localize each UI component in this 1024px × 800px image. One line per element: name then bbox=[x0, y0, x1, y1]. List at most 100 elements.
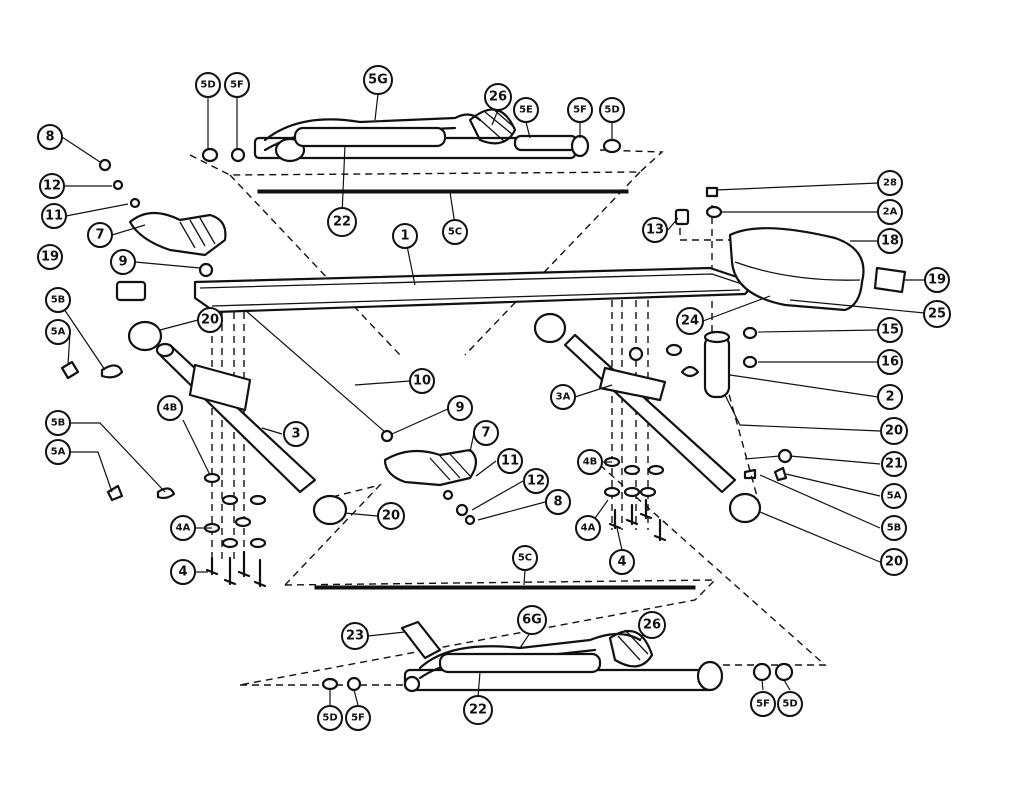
svg-text:5G: 5G bbox=[368, 73, 388, 88]
svg-text:7: 7 bbox=[481, 426, 490, 441]
callout-20-3: 20 bbox=[377, 502, 405, 530]
svg-text:19: 19 bbox=[41, 250, 59, 265]
callout-7-2: 7 bbox=[473, 420, 499, 446]
callout-7-1: 7 bbox=[87, 222, 113, 248]
svg-text:15: 15 bbox=[881, 323, 899, 338]
callout-25: 25 bbox=[923, 300, 951, 328]
callout-5D-3: 5D bbox=[317, 705, 343, 731]
svg-text:7: 7 bbox=[95, 228, 104, 243]
callout-1: 1 bbox=[392, 223, 418, 249]
svg-text:5A: 5A bbox=[51, 327, 66, 338]
right-leg-tube bbox=[533, 312, 793, 524]
right-fasteners bbox=[603, 456, 667, 542]
callout-5F-2: 5F bbox=[567, 97, 593, 123]
svg-text:13: 13 bbox=[646, 223, 664, 238]
svg-text:20: 20 bbox=[382, 509, 400, 524]
callout-4A-1: 4A bbox=[170, 515, 196, 541]
svg-text:5D: 5D bbox=[782, 699, 797, 710]
callout-20-4: 20 bbox=[880, 548, 908, 576]
svg-text:2A: 2A bbox=[883, 207, 898, 218]
svg-text:4B: 4B bbox=[583, 457, 598, 468]
svg-text:5D: 5D bbox=[200, 80, 215, 91]
svg-text:22: 22 bbox=[333, 215, 351, 230]
svg-text:6G: 6G bbox=[522, 613, 542, 628]
svg-text:22: 22 bbox=[469, 703, 487, 718]
svg-text:10: 10 bbox=[413, 374, 431, 389]
svg-text:26: 26 bbox=[643, 618, 661, 633]
svg-text:5B: 5B bbox=[51, 295, 66, 306]
callout-20-1: 20 bbox=[197, 307, 223, 333]
callout-5C-1: 5C bbox=[442, 219, 468, 245]
svg-text:5D: 5D bbox=[604, 105, 619, 116]
svg-text:4: 4 bbox=[617, 555, 626, 570]
callout-5E: 5E bbox=[513, 97, 539, 123]
upper-arm-assembly bbox=[201, 107, 629, 194]
foot-pedal-upper bbox=[98, 158, 227, 278]
svg-text:16: 16 bbox=[881, 355, 899, 370]
callout-26-2: 26 bbox=[638, 611, 666, 639]
svg-text:8: 8 bbox=[45, 130, 54, 145]
svg-text:4B: 4B bbox=[163, 403, 178, 414]
svg-text:5A: 5A bbox=[887, 491, 902, 502]
svg-text:5F: 5F bbox=[351, 713, 365, 724]
callout-2: 2 bbox=[877, 384, 903, 410]
callout-3A: 3A bbox=[550, 384, 576, 410]
svg-text:11: 11 bbox=[501, 454, 519, 469]
callout-23: 23 bbox=[341, 622, 369, 650]
svg-text:5D: 5D bbox=[322, 713, 337, 724]
callout-9-1: 9 bbox=[110, 249, 136, 275]
callout-8-1: 8 bbox=[37, 124, 63, 150]
svg-text:5C: 5C bbox=[518, 553, 532, 564]
callout-6G: 6G bbox=[517, 605, 547, 635]
svg-text:5E: 5E bbox=[519, 105, 533, 116]
callout-10: 10 bbox=[409, 368, 435, 394]
callout-5F-1: 5F bbox=[224, 72, 250, 98]
callout-11-2: 11 bbox=[497, 448, 523, 474]
callout-19-1: 19 bbox=[37, 244, 63, 270]
callout-4B-2: 4B bbox=[577, 449, 603, 475]
callout-5B-2: 5B bbox=[45, 410, 71, 436]
svg-text:24: 24 bbox=[681, 314, 699, 329]
svg-text:3A: 3A bbox=[556, 392, 571, 403]
callout-5A-2: 5A bbox=[45, 439, 71, 465]
svg-text:20: 20 bbox=[201, 313, 219, 328]
seat-pad bbox=[674, 186, 907, 312]
callout-21: 21 bbox=[881, 451, 907, 477]
svg-text:9: 9 bbox=[455, 401, 464, 416]
callout-18: 18 bbox=[877, 228, 903, 254]
svg-text:11: 11 bbox=[45, 209, 63, 224]
callout-9-2: 9 bbox=[447, 395, 473, 421]
svg-text:5B: 5B bbox=[51, 418, 66, 429]
callout-5F-3: 5F bbox=[345, 705, 371, 731]
svg-text:5F: 5F bbox=[230, 80, 244, 91]
svg-text:5B: 5B bbox=[887, 523, 902, 534]
callout-26-1: 26 bbox=[484, 83, 512, 111]
callout-4-2: 4 bbox=[609, 549, 635, 575]
callout-16: 16 bbox=[877, 349, 903, 375]
svg-text:12: 12 bbox=[527, 474, 545, 489]
svg-text:4A: 4A bbox=[581, 523, 596, 534]
svg-text:28: 28 bbox=[883, 178, 897, 189]
svg-text:5C: 5C bbox=[448, 227, 462, 238]
svg-text:5F: 5F bbox=[756, 699, 770, 710]
callout-11-1: 11 bbox=[41, 203, 67, 229]
callout-12-1: 12 bbox=[39, 173, 65, 199]
callout-5D-1: 5D bbox=[195, 72, 221, 98]
left-leg-tube bbox=[60, 309, 386, 526]
svg-text:5F: 5F bbox=[573, 105, 587, 116]
callout-5B-1: 5B bbox=[45, 287, 71, 313]
callout-5B-3: 5B bbox=[881, 515, 907, 541]
callout-5A-1: 5A bbox=[45, 319, 71, 345]
callout-4B-1: 4B bbox=[157, 395, 183, 421]
svg-text:21: 21 bbox=[885, 457, 903, 472]
svg-text:20: 20 bbox=[885, 555, 903, 570]
callout-4-1: 4 bbox=[170, 559, 196, 585]
callout-13: 13 bbox=[642, 217, 668, 243]
main-rail bbox=[115, 266, 757, 314]
svg-text:2: 2 bbox=[885, 390, 894, 405]
svg-text:3: 3 bbox=[291, 427, 300, 442]
assembly-guide-lines bbox=[149, 149, 827, 686]
svg-text:18: 18 bbox=[881, 234, 899, 249]
callout-5C-2: 5C bbox=[512, 545, 538, 571]
